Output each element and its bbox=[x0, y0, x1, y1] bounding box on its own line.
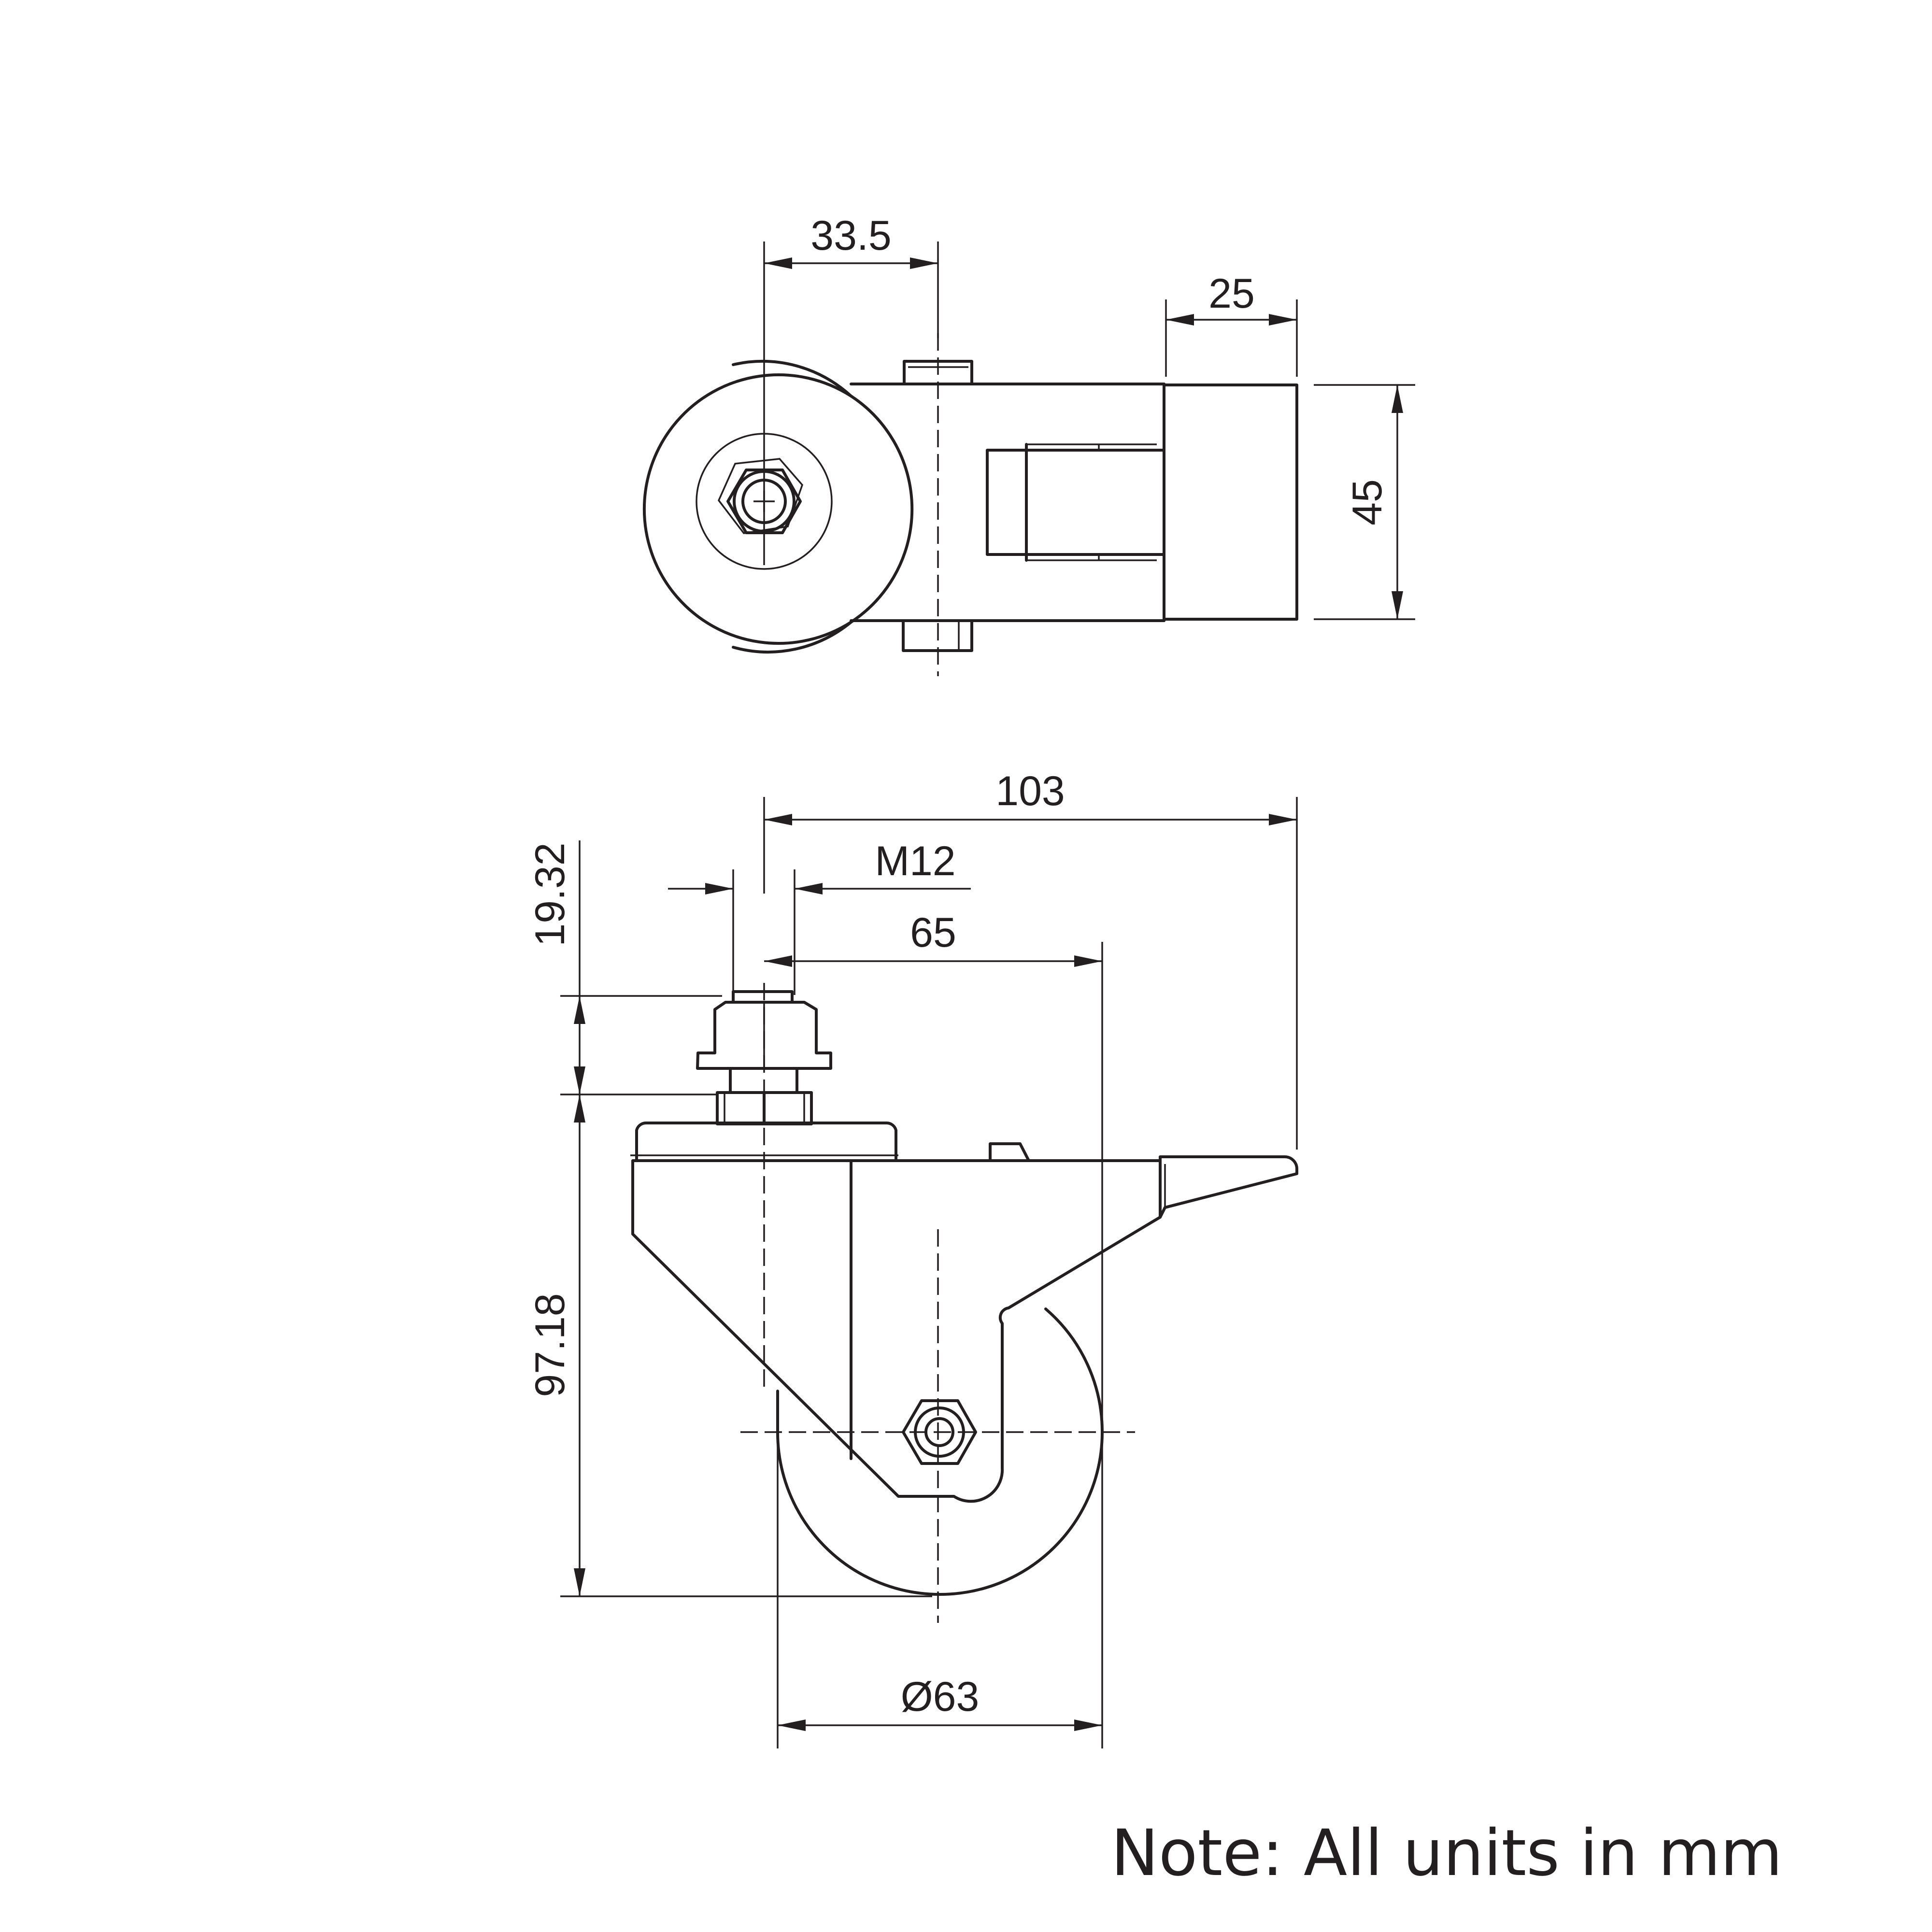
side-view-fork bbox=[630, 1122, 1162, 1503]
dimension-25-label: 25 bbox=[1208, 270, 1255, 317]
side-view-wheel bbox=[776, 1307, 1104, 1596]
dimension-m12-label: M12 bbox=[875, 838, 955, 884]
dimension-19-32-label: 19.32 bbox=[527, 842, 573, 946]
top-view-fork bbox=[850, 360, 1165, 652]
dimension-65: 65 bbox=[764, 909, 1103, 1748]
top-view: 33.5 25 45 bbox=[642, 213, 1415, 676]
units-note: Note: All units in mm bbox=[1111, 1816, 1783, 1890]
dimension-m12: M12 bbox=[668, 838, 971, 995]
dimension-25: 25 bbox=[1165, 270, 1298, 377]
dimension-diameter-63-label: Ø63 bbox=[901, 1674, 980, 1720]
dimension-33-5: 33.5 bbox=[764, 213, 939, 338]
dimension-65-label: 65 bbox=[910, 909, 956, 956]
top-view-brake-pedal bbox=[1163, 384, 1298, 621]
dimension-diameter-63: Ø63 bbox=[777, 1435, 1102, 1748]
dimension-19-32: 19.32 bbox=[527, 840, 722, 1095]
side-view: 103 M12 65 19.32 bbox=[527, 768, 1298, 1748]
dimension-97-18: 97.18 bbox=[527, 1094, 932, 1597]
dimension-45: 45 bbox=[1314, 384, 1415, 620]
dimension-97-18-label: 97.18 bbox=[527, 1293, 573, 1397]
dimension-103-label: 103 bbox=[995, 768, 1065, 814]
dimension-103: 103 bbox=[763, 768, 1298, 1150]
side-view-brake-pedal bbox=[1159, 1155, 1298, 1219]
dimension-45-label: 45 bbox=[1344, 479, 1391, 526]
top-view-wheel bbox=[642, 360, 914, 653]
dimension-33-5-label: 33.5 bbox=[810, 213, 891, 259]
